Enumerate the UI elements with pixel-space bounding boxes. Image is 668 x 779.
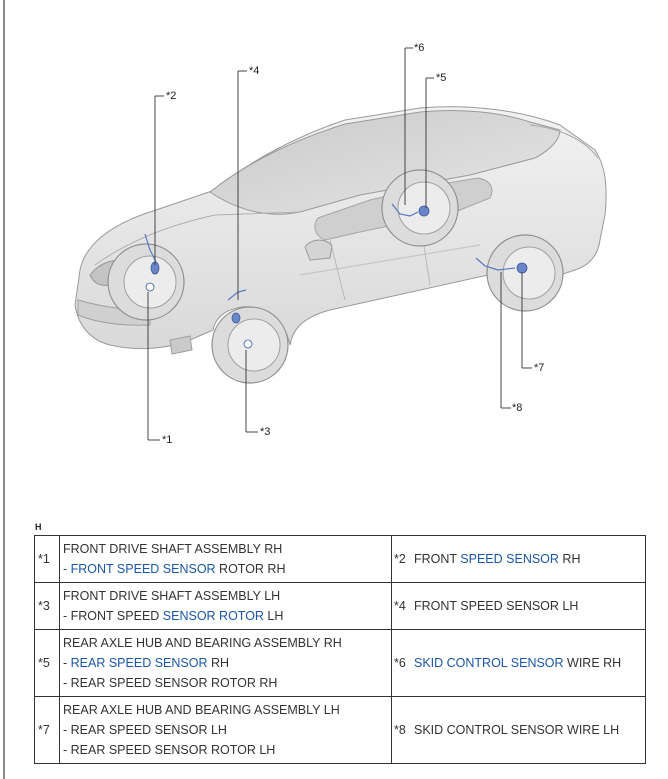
legend-right-number: *4 xyxy=(391,582,414,630)
legend-text: REAR AXLE HUB AND BEARING ASSEMBLY RH xyxy=(63,636,342,650)
legend-text: RH xyxy=(207,656,230,670)
legend-text: WIRE RH xyxy=(563,656,622,670)
legend-link-text[interactable]: SKID CONTROL SENSOR xyxy=(414,656,564,670)
callout-3: *3 xyxy=(260,426,271,438)
legend-left-number: *3 xyxy=(34,582,60,630)
legend-left-number: *1 xyxy=(34,535,60,583)
legend-left-description: FRONT DRIVE SHAFT ASSEMBLY RH - FRONT SPE… xyxy=(59,535,392,583)
legend-left-description: FRONT DRIVE SHAFT ASSEMBLY LH - FRONT SPE… xyxy=(59,582,392,630)
legend-text: SKID CONTROL SENSOR WIRE LH xyxy=(414,723,620,737)
legend-right-description: FRONT SPEED SENSOR LH xyxy=(414,582,646,630)
legend-text: - REAR SPEED SENSOR ROTOR LH xyxy=(63,743,276,757)
legend-right-number: *8 xyxy=(391,696,414,764)
legend-line: - REAR SPEED SENSOR LH xyxy=(63,720,388,740)
legend-line: - FRONT SPEED SENSOR ROTOR RH xyxy=(63,559,388,579)
legend-text: LH xyxy=(263,609,284,623)
legend-left-number: *7 xyxy=(34,696,60,764)
legend-line: REAR AXLE HUB AND BEARING ASSEMBLY RH xyxy=(63,633,388,653)
legend-right-description: SKID CONTROL SENSOR WIRE LH xyxy=(414,696,646,764)
callout-2: *2 xyxy=(166,90,177,102)
legend-left-number: *5 xyxy=(34,629,60,697)
sensor-parts xyxy=(144,203,528,349)
callout-7: *7 xyxy=(534,362,545,374)
callout-8: *8 xyxy=(512,402,523,414)
legend-left-description: REAR AXLE HUB AND BEARING ASSEMBLY LH - R… xyxy=(59,696,392,764)
legend-right-description: FRONT SPEED SENSOR RH xyxy=(414,535,646,583)
legend-right-description: SKID CONTROL SENSOR WIRE RH xyxy=(414,629,646,697)
legend-text: FRONT xyxy=(414,552,461,566)
leader-lines xyxy=(147,47,532,441)
callout-1: *1 xyxy=(162,434,173,446)
legend-link-text[interactable]: REAR SPEED SENSOR xyxy=(70,656,208,670)
legend-right-number: *6 xyxy=(391,629,414,697)
vehicle-sensor-diagram xyxy=(74,47,607,441)
legend-line: - FRONT SPEED SENSOR ROTOR LH xyxy=(63,606,388,626)
callout-6: *6 xyxy=(414,42,425,54)
legend-link-text[interactable]: FRONT SPEED SENSOR xyxy=(70,562,216,576)
legend-text: - FRONT SPEED xyxy=(63,609,163,623)
legend-text: FRONT DRIVE SHAFT ASSEMBLY RH xyxy=(63,542,283,556)
legend-text: - REAR SPEED SENSOR ROTOR RH xyxy=(63,676,278,690)
wheel-front-right xyxy=(107,243,185,321)
legend-line: FRONT DRIVE SHAFT ASSEMBLY RH xyxy=(63,539,388,559)
legend-text: - xyxy=(63,656,71,670)
legend-text: FRONT SPEED SENSOR LH xyxy=(414,599,579,613)
legend-line: - REAR SPEED SENSOR ROTOR RH xyxy=(63,673,388,693)
legend-text: FRONT DRIVE SHAFT ASSEMBLY LH xyxy=(63,589,281,603)
legend-left-description: REAR AXLE HUB AND BEARING ASSEMBLY RH - R… xyxy=(59,629,392,697)
callout-4: *4 xyxy=(249,65,260,77)
illustration-code: H xyxy=(35,522,42,532)
legend-line: FRONT DRIVE SHAFT ASSEMBLY LH xyxy=(63,586,388,606)
legend-line: - REAR SPEED SENSOR RH xyxy=(63,653,388,673)
legend-text: RH xyxy=(558,552,581,566)
page-left-rule xyxy=(3,0,5,779)
legend-text: - REAR SPEED SENSOR LH xyxy=(63,723,227,737)
legend-line: - REAR SPEED SENSOR ROTOR LH xyxy=(63,740,388,760)
legend-text: ROTOR RH xyxy=(215,562,286,576)
wheel-rear-left xyxy=(486,234,564,312)
legend-line: REAR AXLE HUB AND BEARING ASSEMBLY LH xyxy=(63,700,388,720)
legend-link-text[interactable]: - xyxy=(63,562,71,576)
legend-text: REAR AXLE HUB AND BEARING ASSEMBLY LH xyxy=(63,703,340,717)
legend-link-text[interactable]: SENSOR ROTOR xyxy=(162,609,264,623)
legend-link-text[interactable]: SPEED SENSOR xyxy=(460,552,559,566)
callout-5: *5 xyxy=(436,72,447,84)
legend-right-number: *2 xyxy=(391,535,414,583)
